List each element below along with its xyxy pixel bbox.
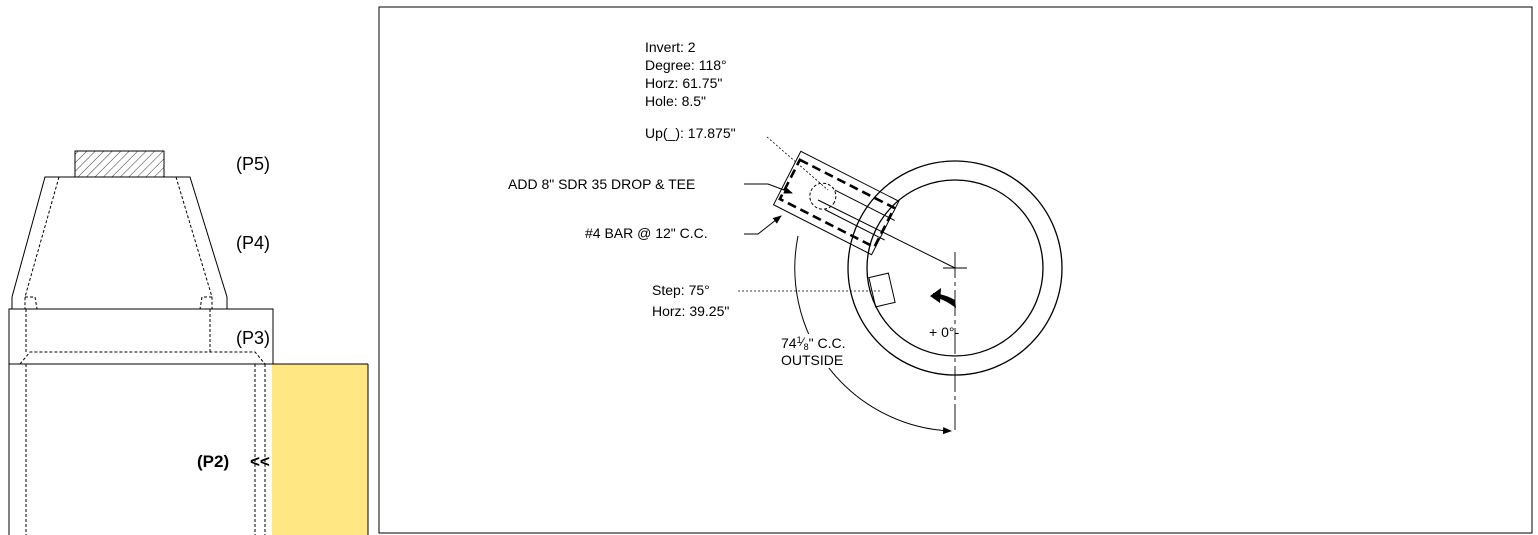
- cone-p4-seat-dashed: [25, 296, 212, 310]
- section-p2-highlight: [272, 364, 368, 535]
- step-horz-line: Horz: 39.25": [652, 303, 729, 319]
- pipe-reinforcing-dashed: [778, 158, 897, 249]
- rebar-note: #4 BAR @ 12" C.C.: [585, 225, 708, 241]
- riser-p3-seat-dashed: [19, 351, 266, 365]
- cone-p4: [11, 176, 228, 310]
- section-label-p2: (P2): [197, 452, 229, 471]
- arc-dimension-curve: [794, 235, 952, 435]
- section-label-p3: (P3): [236, 328, 270, 348]
- flow-direction-arrowhead: [930, 288, 941, 303]
- degree-line: Degree: 118°: [645, 57, 727, 73]
- drop-tee-leader: [744, 183, 793, 194]
- up-line: Up(_): 17.875": [645, 125, 736, 141]
- invert-callout: Invert: 2 Degree: 118° Horz: 61.75" Hole…: [645, 39, 829, 191]
- pipe-hole-circle: [809, 182, 837, 210]
- invert-leader: [766, 136, 829, 191]
- invert-line: Invert: 2: [645, 39, 696, 55]
- cone-p4-inner-dashed: [24, 176, 213, 309]
- step-block: [868, 272, 896, 308]
- arc-dimension-value: 741⁄8" C.C.: [781, 335, 845, 352]
- pipe-center-line: [817, 199, 956, 269]
- pipe-wall-line-top: [834, 189, 895, 221]
- section-label-p4: (P4): [236, 233, 270, 253]
- manhole-elevation: (P5) (P4) (P3) (P2) <<: [8, 150, 369, 535]
- zero-degree-mark: + 0°-: [929, 324, 959, 340]
- plan-view-frame: [378, 6, 1533, 534]
- step-line: Step: 75°: [652, 282, 710, 298]
- pipe-wall-line-bottom: [824, 209, 885, 241]
- current-section-marker: <<: [250, 452, 270, 471]
- arc-dimension-outside: OUTSIDE: [781, 352, 843, 368]
- drop-tee-note: ADD 8" SDR 35 DROP & TEE: [508, 176, 695, 192]
- horz-line: Horz: 61.75": [645, 75, 722, 91]
- rebar-leader: [744, 215, 782, 235]
- pipe-connection: [772, 150, 900, 256]
- manhole-inner-circle: [866, 179, 1044, 357]
- plan-view: + 0°- Invert: 2 Degree: 118° Horz: 61.75…: [378, 6, 1533, 534]
- hole-line: Hole: 8.5": [645, 93, 706, 109]
- pipe-encasement: [772, 150, 900, 256]
- section-label-p5: (P5): [236, 154, 270, 174]
- grade-ring-p5: [74, 150, 165, 178]
- arc-dimension-text-mask: [775, 334, 857, 368]
- riser-p3: [8, 308, 274, 365]
